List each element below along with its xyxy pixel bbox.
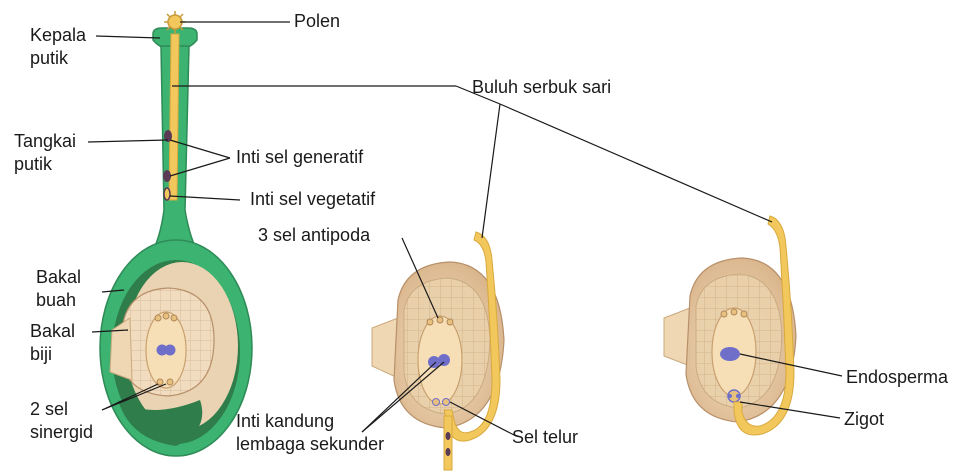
label-inti-kandung-lembaga-sekunder: Inti kandung lembaga sekunder bbox=[236, 410, 384, 456]
pistil bbox=[100, 11, 252, 456]
label-zigot: Zigot bbox=[844, 408, 884, 431]
vegetative-nucleus bbox=[164, 188, 170, 200]
label-kepala-putik: Kepala putik bbox=[30, 24, 86, 70]
label-sel-antipoda: 3 sel antipoda bbox=[258, 224, 370, 247]
label-bakal-biji: Bakal biji bbox=[30, 320, 75, 366]
endosperm-nucleus bbox=[720, 347, 740, 361]
label-polen: Polen bbox=[294, 10, 340, 33]
label-tangkai-putik: Tangkai putik bbox=[14, 130, 76, 176]
label-sel-sinergid: 2 sel sinergid bbox=[30, 398, 93, 444]
label-endosperma: Endosperma bbox=[846, 366, 948, 389]
label-sel-telur: Sel telur bbox=[512, 426, 578, 449]
label-inti-sel-vegetatif: Inti sel vegetatif bbox=[250, 188, 375, 211]
generative-nucleus-2 bbox=[163, 170, 171, 182]
ovule-right bbox=[664, 216, 796, 435]
ovule-middle bbox=[372, 232, 504, 470]
label-bakal-buah: Bakal buah bbox=[36, 266, 81, 312]
label-buluh-serbuk-sari: Buluh serbuk sari bbox=[472, 76, 611, 99]
label-inti-sel-generatif: Inti sel generatif bbox=[236, 146, 363, 169]
